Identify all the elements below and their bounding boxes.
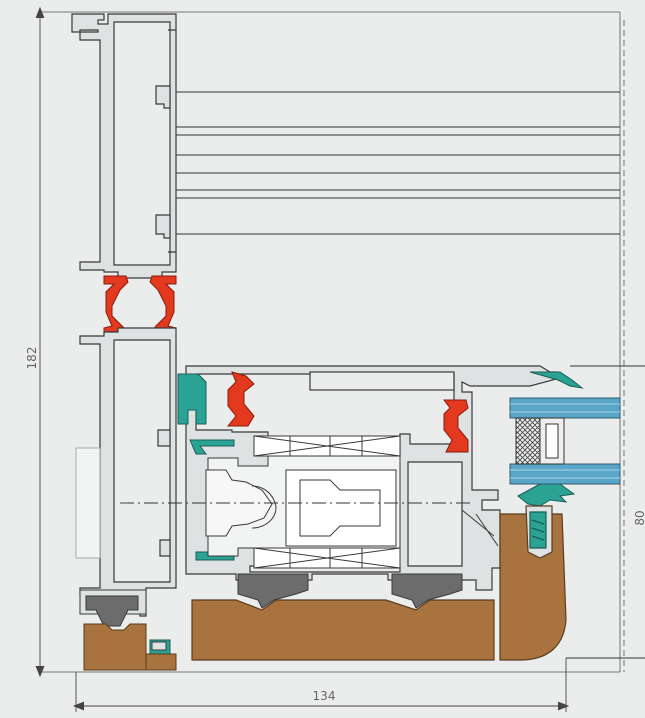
side-block: [75, 447, 101, 559]
lower-sash-profile: [79, 327, 177, 617]
dimension-right-label: 80: [633, 510, 645, 525]
width-dimension-line: [72, 658, 570, 712]
glass-reference-lines: [176, 91, 620, 235]
glazing-unit: [509, 397, 621, 485]
wood-frame: [191, 505, 567, 661]
height-dimension-line: [35, 6, 45, 678]
frame-thermal-break: [226, 371, 469, 453]
hardware-mechanism: [205, 435, 499, 569]
upper-thermal-break: [103, 275, 177, 335]
right-leader-line: [566, 365, 645, 659]
left-bottom-assembly: [79, 589, 177, 671]
upper-mullion-profile: [71, 13, 177, 279]
gaskets: [177, 371, 584, 561]
extent-lines: [40, 11, 625, 673]
frame-feet: [237, 573, 463, 609]
dimension-height-label: 182: [25, 347, 39, 370]
dimension-width-label: 134: [313, 689, 336, 703]
